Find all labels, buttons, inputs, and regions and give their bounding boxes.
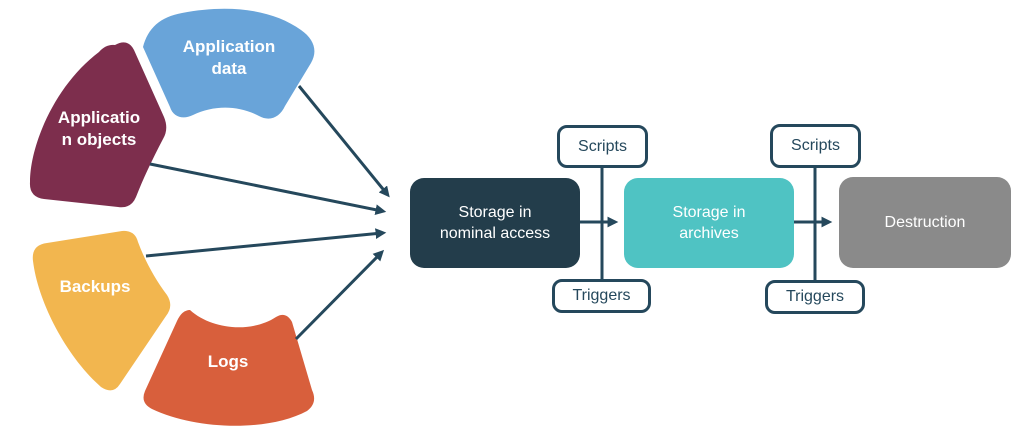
- stage-label-storage-nominal-access: Storage in nominal access: [439, 204, 551, 242]
- wedge-label-backups: Backups: [59, 277, 131, 296]
- scripts-tag-1: Scripts: [557, 125, 648, 168]
- scripts-tag-2: Scripts: [770, 124, 861, 168]
- stage-label-destruction: Destruction: [884, 214, 966, 231]
- stage-box-storage-archives: Storage in archives: [624, 178, 794, 268]
- arrow-application-objects-to-storage: [149, 162, 387, 216]
- arrow-backups-to-storage: [145, 228, 387, 258]
- wedge-backups: [32, 230, 171, 391]
- wedge-application-objects: [29, 42, 167, 208]
- wedge-label-logs: Logs: [207, 352, 249, 371]
- arrow-application-data-to-storage: [297, 85, 390, 198]
- wedge-label-application-data: Application data: [182, 37, 276, 78]
- stage-box-destruction: Destruction: [839, 177, 1011, 268]
- wedge-application-data: [143, 8, 315, 119]
- arrow-logs-to-storage: [294, 249, 385, 341]
- triggers-tag-1: Triggers: [552, 279, 651, 313]
- wedge-logs: [143, 310, 315, 426]
- stage-label-storage-archives: Storage in archives: [672, 204, 746, 242]
- wedge-label-application-objects: Applicatio n objects: [57, 108, 141, 149]
- stage-box-storage-nominal-access: Storage in nominal access: [410, 178, 580, 268]
- triggers-tag-2: Triggers: [765, 280, 865, 314]
